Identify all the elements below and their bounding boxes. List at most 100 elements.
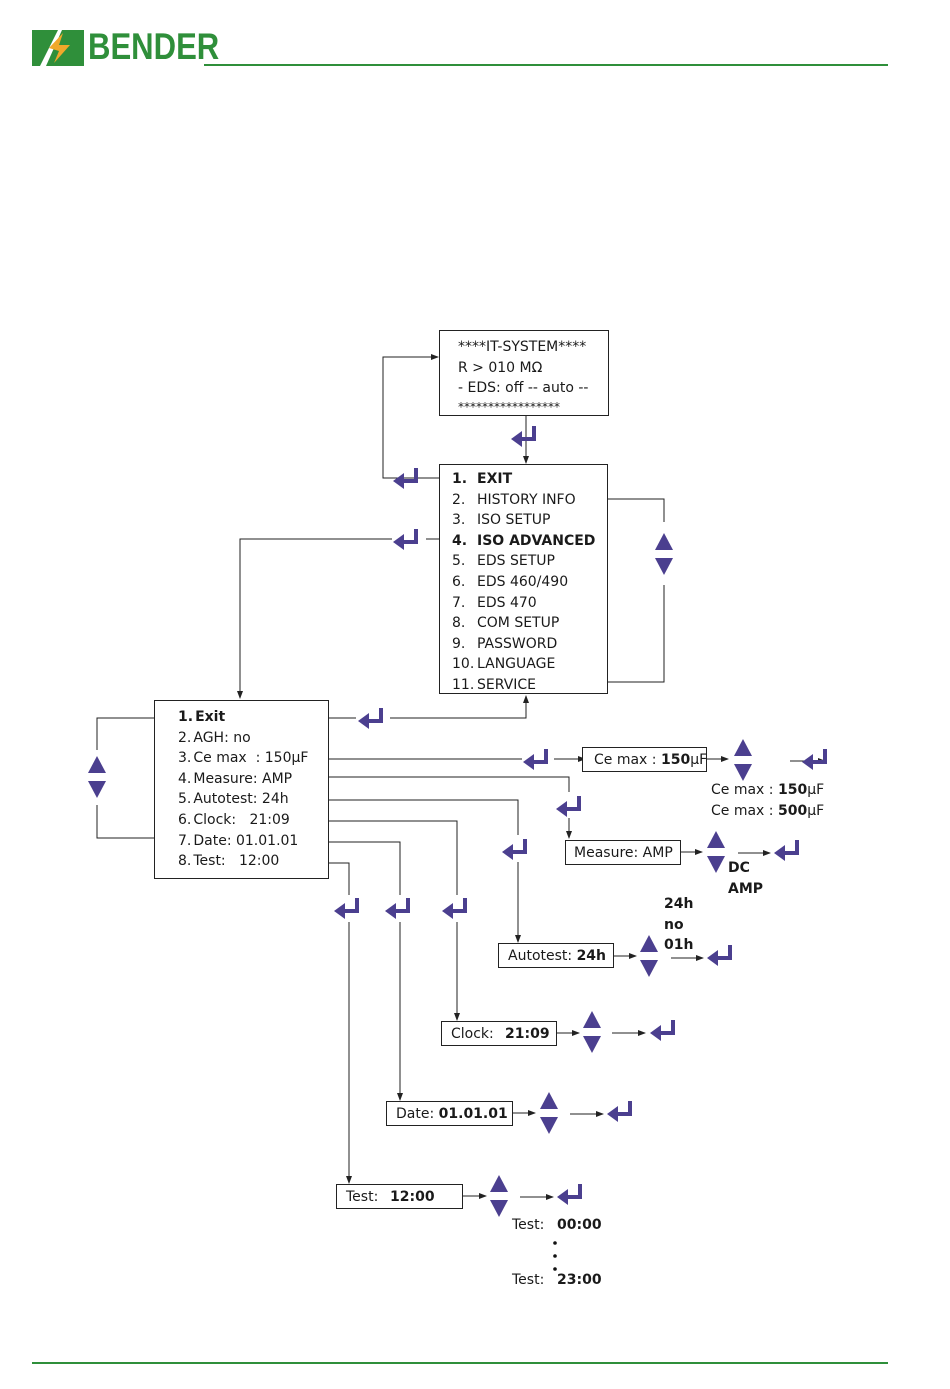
enter-icon — [772, 838, 799, 863]
up-down-arrows-icon — [490, 1175, 508, 1217]
main-menu-item-label: EXIT — [477, 471, 513, 487]
main-menu-item[interactable]: 10.LANGUAGE — [452, 656, 555, 672]
main-menu-item-number: 9. — [452, 635, 466, 652]
iso-advanced-menu-item[interactable]: 7.Date: 01.01.01 — [178, 833, 298, 849]
main-menu-item[interactable]: 4. ISO ADVANCED — [452, 533, 595, 549]
up-down-arrows-icon — [707, 831, 725, 873]
display-stars: ***************** — [458, 400, 560, 414]
ce-max-unit: µF — [690, 752, 708, 768]
ce-max-value: 150 — [660, 752, 691, 768]
iso-advanced-menu-item[interactable]: 2.AGH: no — [178, 730, 251, 746]
date-panel: Date: 01.01.01 — [386, 1101, 513, 1126]
test-panel: Test: 12:00 — [336, 1184, 463, 1209]
enter-icon — [648, 1018, 675, 1043]
main-menu-item-number: 5. — [452, 553, 466, 570]
enter-icon — [800, 747, 827, 772]
main-menu-panel: 1.EXIT 2. HISTORY INFO 3. ISO SETUP 4. ISO ADV… — [439, 464, 608, 694]
test-range-start-label: Test: — [512, 1217, 545, 1233]
main-menu-item-label: SERVICE — [477, 677, 537, 693]
main-menu-item-label: COM SETUP — [477, 615, 560, 632]
main-menu-item-label: PASSWORD — [477, 635, 558, 652]
display-resistance: R > 010 MΩ — [458, 360, 543, 376]
test-value: 12:00 — [390, 1189, 435, 1205]
main-menu-item[interactable]: 8. COM SETUP — [452, 615, 559, 631]
enter-icon — [509, 424, 536, 449]
ce-max-panel: Ce max : 150µF — [582, 747, 707, 772]
bender-logo-icon — [32, 30, 84, 66]
measure-panel: Measure: AMP — [565, 840, 681, 865]
iso-advanced-menu-item[interactable]: 6.Clock: 21:09 — [178, 812, 290, 828]
autotest-option-no: no — [664, 917, 684, 933]
enter-icon — [521, 747, 548, 772]
iso-advanced-item-label: Measure: AMP — [193, 770, 293, 787]
main-menu-item-label: EDS 460/490 — [477, 574, 569, 590]
main-menu-item[interactable]: 2. HISTORY INFO — [452, 492, 576, 508]
date-label: Date: — [396, 1106, 439, 1122]
page-header: BENDER — [0, 0, 950, 80]
main-menu-item-label: EDS 470 — [477, 594, 537, 611]
up-down-arrows-icon — [583, 1011, 601, 1053]
autotest-label: Autotest: — [508, 948, 577, 964]
main-menu-item-label: ISO ADVANCED — [477, 532, 596, 549]
iso-advanced-item-number: 4. — [178, 770, 192, 787]
enter-icon — [554, 794, 581, 819]
iso-advanced-item-label: Autotest: 24h — [193, 791, 289, 808]
iso-advanced-item-label: Exit — [195, 709, 226, 725]
clock-panel: Clock: 21:09 — [441, 1021, 557, 1046]
iso-advanced-menu-item[interactable]: 1.Exit — [178, 709, 225, 725]
enter-icon — [332, 896, 359, 921]
main-menu-item-number: 4. — [452, 532, 468, 549]
main-menu-item-label: EDS SETUP — [477, 553, 555, 570]
enter-icon — [383, 896, 410, 921]
measure-option-amp: AMP — [728, 881, 764, 897]
iso-advanced-item-label: Test: 12:00 — [193, 853, 280, 870]
main-menu-item[interactable]: 9. PASSWORD — [452, 636, 557, 652]
main-menu-item[interactable]: 11.SERVICE — [452, 677, 536, 693]
main-menu-item[interactable]: 5. EDS SETUP — [452, 553, 555, 569]
enter-icon — [555, 1182, 582, 1207]
main-menu-item[interactable]: 1.EXIT — [452, 471, 512, 487]
iso-advanced-menu-item[interactable]: 3.Ce max : 150µF — [178, 750, 308, 766]
iso-advanced-item-number: 3. — [178, 750, 192, 767]
main-menu-item-number: 8. — [452, 615, 466, 632]
main-menu-item[interactable]: 6.EDS 460/490 — [452, 574, 568, 590]
main-menu-item[interactable]: 7.EDS 470 — [452, 595, 537, 611]
autotest-row: Autotest: 24h — [508, 948, 606, 964]
footer-rule — [32, 1362, 888, 1364]
iso-advanced-item-label: AGH: no — [193, 729, 251, 746]
main-menu-item[interactable]: 3. ISO SETUP — [452, 512, 550, 528]
main-menu-item-number: 10. — [452, 656, 475, 673]
autotest-value: 24h — [576, 948, 607, 964]
iso-advanced-item-number: 8. — [178, 853, 192, 870]
main-menu-item-number: 2. — [452, 491, 466, 508]
header-rule — [204, 64, 888, 66]
main-menu-item-number: 11. — [452, 677, 475, 693]
iso-advanced-menu-item[interactable]: 5.Autotest: 24h — [178, 791, 289, 807]
up-down-arrows-icon — [640, 935, 658, 977]
enter-icon — [440, 896, 467, 921]
display-panel: ****IT-SYSTEM**** R > 010 MΩ - EDS: off … — [439, 330, 609, 416]
ce-max-option-2: Ce max : 500µF — [711, 803, 825, 819]
main-menu-item-label: ISO SETUP — [477, 512, 551, 529]
iso-advanced-item-number: 5. — [178, 791, 192, 808]
main-menu-item-label: LANGUAGE — [477, 656, 556, 673]
clock-value: 21:09 — [505, 1026, 550, 1042]
iso-advanced-menu-item[interactable]: 4.Measure: AMP — [178, 771, 292, 787]
iso-advanced-item-number: 7. — [178, 832, 192, 849]
up-down-arrows-icon — [655, 533, 673, 575]
test-label: Test: — [346, 1189, 379, 1205]
iso-advanced-item-number: 6. — [178, 812, 192, 828]
ce-max-label: Ce max : — [594, 752, 661, 768]
main-menu-item-number: 3. — [452, 512, 466, 529]
main-menu-item-label: HISTORY INFO — [477, 491, 576, 508]
test-range-end-label: Test: — [512, 1272, 545, 1288]
test-range-start-value: 00:00 — [557, 1217, 602, 1233]
up-down-arrows-icon — [540, 1092, 558, 1134]
measure-option-dc: DC — [728, 860, 750, 876]
date-row: Date: 01.01.01 — [396, 1106, 508, 1122]
up-down-arrows-icon — [88, 756, 106, 798]
display-eds: - EDS: off -- auto -- — [458, 380, 589, 396]
iso-advanced-menu-item[interactable]: 8.Test: 12:00 — [178, 853, 279, 869]
up-down-arrows-icon — [734, 739, 752, 781]
